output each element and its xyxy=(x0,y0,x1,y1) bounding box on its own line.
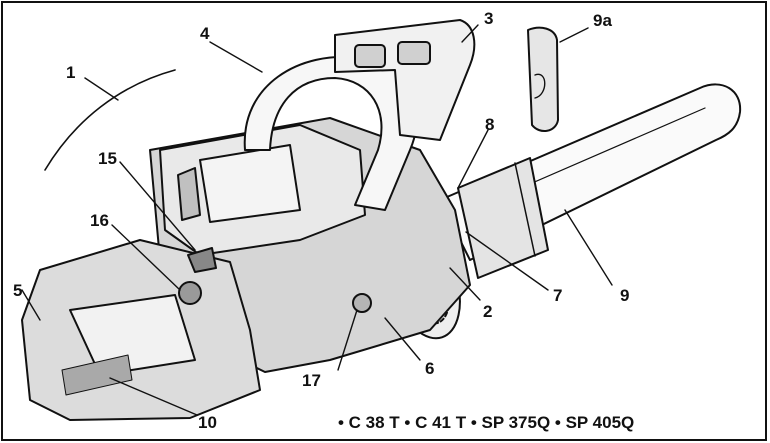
callout-17: 17 xyxy=(302,371,321,390)
callout-4: 4 xyxy=(200,24,210,43)
callout-10: 10 xyxy=(198,413,217,432)
choke-knob xyxy=(178,281,202,305)
front-handle xyxy=(243,55,419,211)
callout-9: 9 xyxy=(620,286,630,305)
callout-3: 3 xyxy=(484,9,494,28)
callout-8: 8 xyxy=(485,115,495,134)
callout-7: 7 xyxy=(553,286,563,305)
leader-3 xyxy=(461,24,479,43)
bar-sleeve xyxy=(457,157,549,279)
leader-7 xyxy=(465,231,549,291)
bar-protector xyxy=(527,26,559,132)
callout-2: 2 xyxy=(483,302,493,321)
leader-6 xyxy=(384,317,421,361)
callout-16: 16 xyxy=(90,211,109,230)
leader-15 xyxy=(119,161,196,251)
leader-5 xyxy=(21,289,41,321)
callout-1: 1 xyxy=(66,63,76,82)
throttle-lever xyxy=(187,247,217,273)
callout-6: 6 xyxy=(425,359,435,378)
leader-9 xyxy=(564,209,613,286)
callout-9a: 9a xyxy=(593,11,612,30)
leader-4 xyxy=(209,41,263,73)
callout-15: 15 xyxy=(98,149,117,168)
leader-2 xyxy=(449,267,481,301)
leader-10 xyxy=(109,377,198,416)
leader-17 xyxy=(337,309,358,371)
warning-label xyxy=(61,354,133,396)
leader-1 xyxy=(84,77,119,101)
leader-8 xyxy=(457,129,489,189)
callout-5: 5 xyxy=(13,281,23,300)
leader-9a xyxy=(559,27,589,43)
model-list: • C 38 T • C 41 T • SP 375Q • SP 405Q xyxy=(338,413,635,432)
oil-cap xyxy=(352,293,372,313)
swing-arc xyxy=(44,69,176,171)
leader-16 xyxy=(111,224,181,291)
